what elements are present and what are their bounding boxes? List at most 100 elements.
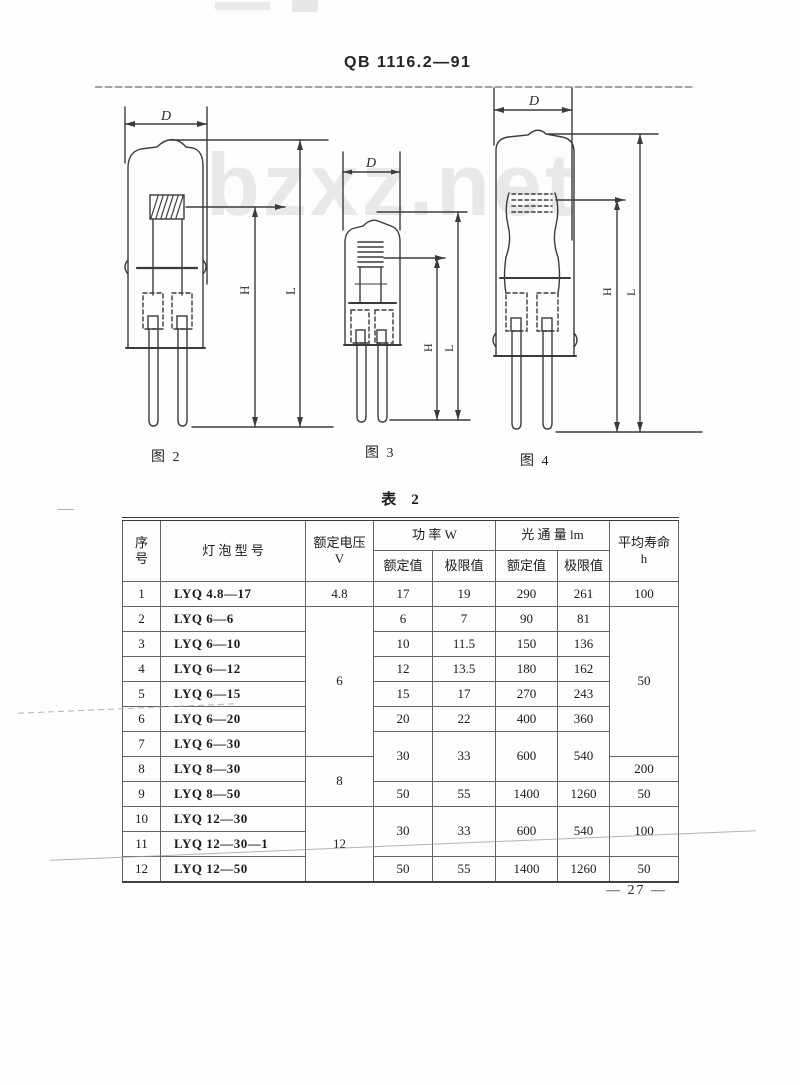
cell-flux-limit: 1260 xyxy=(556,781,611,807)
lamp-figures-drawing: D H L xyxy=(124,87,703,433)
figure-2-lamp: D H L xyxy=(124,106,334,428)
cell-power-limit: 33 xyxy=(432,731,496,782)
cell-flux-rated: 90 xyxy=(495,606,558,632)
cell-power-limit: 7 xyxy=(432,606,496,632)
cell-flux-limit: 136 xyxy=(556,631,611,657)
cell-no: 4 xyxy=(122,656,161,682)
cell-life: 50 xyxy=(609,781,680,807)
cell-voltage: 12 xyxy=(305,806,374,883)
cell-flux-rated: 290 xyxy=(495,581,558,607)
cell-no: 9 xyxy=(122,781,161,807)
cell-no: 11 xyxy=(122,831,161,857)
table-row: 6 LYQ 6—20 20 22 400 360 xyxy=(122,706,679,732)
scan-artifact-line xyxy=(58,509,74,510)
header-flux-group: 光 通 量 lm xyxy=(494,518,611,551)
cell-flux-rated: 180 xyxy=(495,656,558,682)
cell-no: 3 xyxy=(122,631,161,657)
cell-flux-rated: 270 xyxy=(495,681,558,707)
cell-flux-rated: 600 xyxy=(495,806,558,857)
fig2-dim-d-label: D xyxy=(160,109,171,124)
cell-power-limit: 55 xyxy=(432,781,496,807)
page-number: — 27 — xyxy=(606,883,667,898)
cell-flux-limit: 540 xyxy=(556,806,611,857)
cell-life: 50 xyxy=(609,606,680,757)
cell-no: 6 xyxy=(122,706,161,732)
fig4-dim-h-label: H xyxy=(600,287,614,296)
cell-flux-limit: 243 xyxy=(556,681,611,707)
table-row: 1 LYQ 4.8—17 4.8 17 19 290 261 100 xyxy=(122,581,680,607)
cell-power-rated: 10 xyxy=(373,631,433,657)
header-power-rated: 额定值 xyxy=(373,550,433,582)
table-row: 8 LYQ 8—30 8 200 xyxy=(122,756,680,807)
cell-life: 100 xyxy=(609,806,680,857)
cell-flux-limit: 162 xyxy=(556,656,611,682)
cell-voltage: 8 xyxy=(305,756,374,807)
cell-flux-rated: 150 xyxy=(495,631,558,657)
header-life: 平均寿命 h xyxy=(609,518,680,582)
fig3-dim-l-label: L xyxy=(442,345,456,352)
table-row: 7 LYQ 6—30 30 33 600 540 xyxy=(122,731,679,782)
cell-flux-limit: 261 xyxy=(556,581,611,607)
cell-model: LYQ 6—30 xyxy=(160,731,306,757)
cell-power-limit: 19 xyxy=(432,581,496,607)
cell-no: 8 xyxy=(122,756,161,782)
cell-model: LYQ 6—20 xyxy=(160,706,306,732)
cell-power-rated: 12 xyxy=(373,656,433,682)
table-row: 9 LYQ 8—50 50 55 1400 1260 50 xyxy=(122,781,680,807)
header-flux-rated: 额定值 xyxy=(495,550,558,582)
cell-power-rated: 20 xyxy=(373,706,433,732)
cell-flux-limit: 540 xyxy=(556,731,611,782)
cell-model: LYQ 8—30 xyxy=(160,756,306,782)
fig2-dim-h-label: H xyxy=(237,286,252,295)
cell-power-limit: 17 xyxy=(432,681,496,707)
table-row: 10 LYQ 12—30 12 30 33 600 540 100 xyxy=(122,806,680,883)
cell-model: LYQ 6—15 xyxy=(160,681,306,707)
header-power-limit: 极限值 xyxy=(432,550,496,582)
cell-model: LYQ 4.8—17 xyxy=(160,581,306,607)
cell-model: LYQ 6—12 xyxy=(160,656,306,682)
table-title: 表 2 xyxy=(381,492,419,508)
cell-power-rated: 30 xyxy=(373,806,433,857)
cell-power-limit: 55 xyxy=(432,856,496,883)
cell-model: LYQ 8—50 xyxy=(160,781,306,807)
cell-model: LYQ 12—50 xyxy=(160,856,306,883)
cell-no: 5 xyxy=(122,681,161,707)
cell-power-rated: 50 xyxy=(373,856,433,883)
cell-life: 50 xyxy=(609,856,680,883)
cell-flux-limit: 360 xyxy=(556,706,611,732)
cell-power-limit: 11.5 xyxy=(432,631,496,657)
fig4-dim-l-label: L xyxy=(624,289,638,296)
fig3-dim-d-label: D xyxy=(365,156,376,171)
header-no: 序 号 xyxy=(122,518,161,582)
header-rule xyxy=(95,86,695,88)
doc-number: QB 1116.2—91 xyxy=(344,54,472,71)
figure-2-caption: 图 2 xyxy=(151,450,182,465)
cell-flux-limit: 1260 xyxy=(556,856,611,883)
cell-power-limit: 13.5 xyxy=(432,656,496,682)
cell-no: 1 xyxy=(122,581,161,607)
cell-life: 100 xyxy=(609,581,680,607)
figure-4-lamp: D H L xyxy=(492,87,703,433)
header-model: 灯 泡 型 号 xyxy=(160,518,306,582)
header-power-group: 功 率 W xyxy=(373,518,496,551)
cell-flux-limit: 81 xyxy=(556,606,611,632)
header-flux-limit: 极限值 xyxy=(556,550,611,582)
table-row: 3 LYQ 6—10 10 11.5 150 136 xyxy=(122,631,679,657)
fig4-dim-d-label: D xyxy=(528,94,539,109)
cell-power-rated: 6 xyxy=(373,606,433,632)
table-row: 2 LYQ 6—6 6 6 7 90 81 50 xyxy=(122,606,680,757)
cell-no: 10 xyxy=(122,806,161,832)
table-row: 4 LYQ 6—12 12 13.5 180 162 xyxy=(122,656,679,682)
cell-power-limit: 22 xyxy=(432,706,496,732)
cell-model: LYQ 12—30—1 xyxy=(160,831,306,857)
figure-3-caption: 图 3 xyxy=(365,446,396,461)
cell-power-rated: 30 xyxy=(373,731,433,782)
table-row: 5 LYQ 6—15 15 17 270 243 xyxy=(122,681,679,707)
cell-model: LYQ 6—10 xyxy=(160,631,306,657)
cell-flux-rated: 600 xyxy=(495,731,558,782)
cell-no: 7 xyxy=(122,731,161,757)
fig2-dim-l-label: L xyxy=(283,287,298,295)
lamp-spec-table: 序 号 灯 泡 型 号 额定电压 V 功 率 W 光 通 量 lm 平均寿命 h… xyxy=(122,517,680,883)
figure-4-caption: 图 4 xyxy=(520,454,551,469)
